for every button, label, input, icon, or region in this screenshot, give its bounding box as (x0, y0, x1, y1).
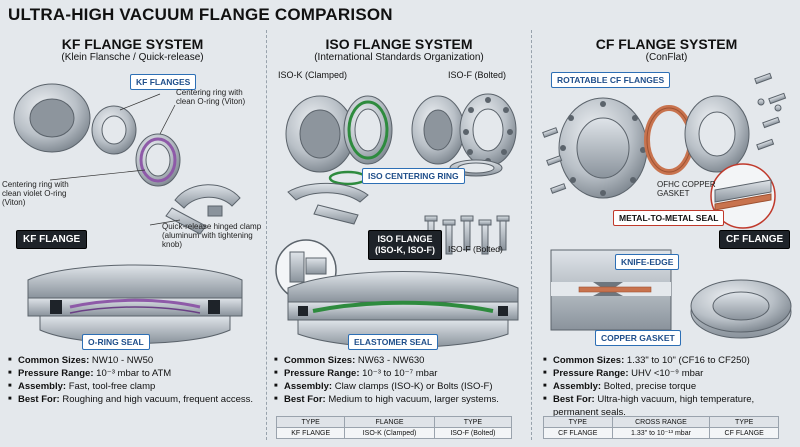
kf-cross-section (27, 264, 243, 344)
table-header: TYPE (709, 416, 779, 428)
table-cell: CF FLANGE (543, 427, 613, 439)
iso-elastomer-seal-callout: ELASTOMER SEAL (348, 334, 439, 350)
iso-column: ISO FLANGE SYSTEM (International Standar… (268, 30, 530, 439)
table-header: TYPE (433, 416, 513, 428)
spec-item: Pressure Range: 10⁻³ mbar to ATM (8, 367, 264, 380)
iso-flange-label: ISO FLANGE (ISO-K, ISO-F) (368, 230, 442, 260)
cf-column: CF FLANGE SYSTEM (ConFlat) (533, 30, 800, 439)
table-header: TYPE (275, 416, 346, 428)
cf-subtitle: (ConFlat) (645, 52, 688, 63)
kf-flanges-callout: KF FLANGES (130, 74, 197, 90)
cf-rotatable-callout: ROTATABLE CF FLANGES (551, 72, 671, 88)
table-header: TYPE (543, 416, 613, 428)
kf-specs: Common Sizes: NW10 - NW50 Pressure Range… (8, 354, 264, 406)
iso-subtitle: (International Standards Organization) (314, 52, 484, 63)
cf-copper-gasket-callout: COPPER GASKET (595, 330, 681, 346)
cf-flange-label: CF FLANGE (719, 230, 791, 249)
cf-reference-table: TYPE CROSS RANGE TYPE CF FLANGE 1.33" to… (543, 416, 779, 439)
iso-reference-table: TYPE FLANGE TYPE KF FLANGE ISO-K (Clampe… (275, 416, 513, 439)
cf-flange-back (684, 95, 750, 173)
kf-flange-small (91, 105, 137, 155)
iso-f-bolted-label: ISO-F (Bolted) (448, 244, 503, 254)
iso-claw-clamp (287, 182, 369, 225)
spec-item: Pressure Range: UHV <10⁻⁹ mbar (543, 367, 799, 380)
kf-centering-ring-note-left: Centering ring with clean violet O-ring … (2, 180, 69, 208)
cf-copper-gasket (644, 105, 694, 175)
iso-k-label: ISO-K (Clamped) (278, 70, 348, 80)
iso-oring-ring (343, 95, 393, 165)
table-cell: ISO-F (Bolted) (433, 427, 513, 439)
table-header: CROSS RANGE (611, 416, 711, 428)
table-row: CF FLANGE 1.33" to 10⁻¹³ mbar CF FLANGE (543, 427, 779, 439)
table-row: KF FLANGE ISO-K (Clamped) ISO-F (Bolted) (275, 427, 513, 439)
spec-item: Assembly: Bolted, precise torque (543, 380, 799, 393)
kf-column: KF FLANGE SYSTEM (Klein Flansche / Quick… (0, 30, 265, 420)
iso-illustration (275, 93, 519, 348)
table-cell: CF FLANGE (709, 427, 779, 439)
spec-item: Best For: Medium to high vacuum, larger … (274, 393, 530, 406)
table-cell: KF FLANGE (275, 427, 346, 439)
iso-k-flange (285, 95, 355, 173)
column-divider (531, 30, 532, 440)
kf-flange-label: KF FLANGE (16, 230, 88, 249)
table-header: FLANGE (344, 416, 435, 428)
table-cell: 1.33" to 10⁻¹³ mbar (611, 427, 711, 439)
cf-flange-flat (690, 279, 792, 339)
cf-bolts (754, 72, 787, 151)
cf-flange-front (558, 97, 648, 199)
cf-knife-edge-callout: KNIFE-EDGE (615, 254, 680, 270)
cf-bolts-left (542, 127, 567, 194)
column-divider (266, 30, 267, 440)
spec-item: Common Sizes: NW63 - NW630 (274, 354, 530, 367)
iso-specs: Common Sizes: NW63 - NW630 Pressure Rang… (274, 354, 530, 406)
table-cell: ISO-K (Clamped) (344, 427, 435, 439)
cf-title: CF FLANGE SYSTEM (595, 36, 738, 52)
kf-oring-seal-callout: O-RING SEAL (82, 334, 150, 350)
spec-item: Assembly: Claw clamps (ISO-K) or Bolts (… (274, 380, 530, 393)
iso-small-oring (328, 170, 368, 186)
kf-clamp (165, 184, 241, 235)
iso-centering-ring-callout: ISO CENTERING RING (362, 168, 465, 184)
spec-item: Pressure Range: 10⁻³ to 10⁻⁷ mbar (274, 367, 530, 380)
kf-clamp-note: Quick-release hinged clamp (aluminum wit… (162, 222, 262, 250)
cf-seal-detail (710, 163, 776, 229)
kf-title: KF FLANGE SYSTEM (61, 36, 204, 52)
spec-item: Common Sizes: 1.33" to 10" (CF16 to CF25… (543, 354, 799, 367)
iso-f-flange (411, 93, 517, 167)
cf-specs: Common Sizes: 1.33" to 10" (CF16 to CF25… (543, 354, 799, 419)
spec-item: Assembly: Fast, tool-free clamp (8, 380, 264, 393)
kf-centering-ring-note: Centering ring with clean O-ring (Viton) (176, 88, 246, 107)
cf-copper-gasket-note: OFHC COPPER GASKET (657, 180, 716, 199)
page-title: ULTRA-HIGH VACUUM FLANGE COMPARISON (8, 5, 393, 24)
spec-item: Common Sizes: NW10 - NW50 (8, 354, 264, 367)
spec-item: Best For: Ultra-high vacuum, high temper… (543, 393, 799, 419)
kf-centering-ring (135, 133, 181, 187)
cf-cross-section (550, 249, 672, 331)
iso-f-label: ISO-F (Bolted) (448, 70, 507, 80)
cf-metal-seal-callout: METAL-TO-METAL SEAL (613, 210, 725, 226)
spec-item: Best For: Roughing and high vacuum, freq… (8, 393, 264, 406)
iso-title: ISO FLANGE SYSTEM (325, 36, 473, 52)
kf-flange-large (13, 83, 91, 153)
kf-subtitle: (Klein Flansche / Quick-release) (61, 52, 204, 63)
cf-illustration (542, 72, 792, 339)
